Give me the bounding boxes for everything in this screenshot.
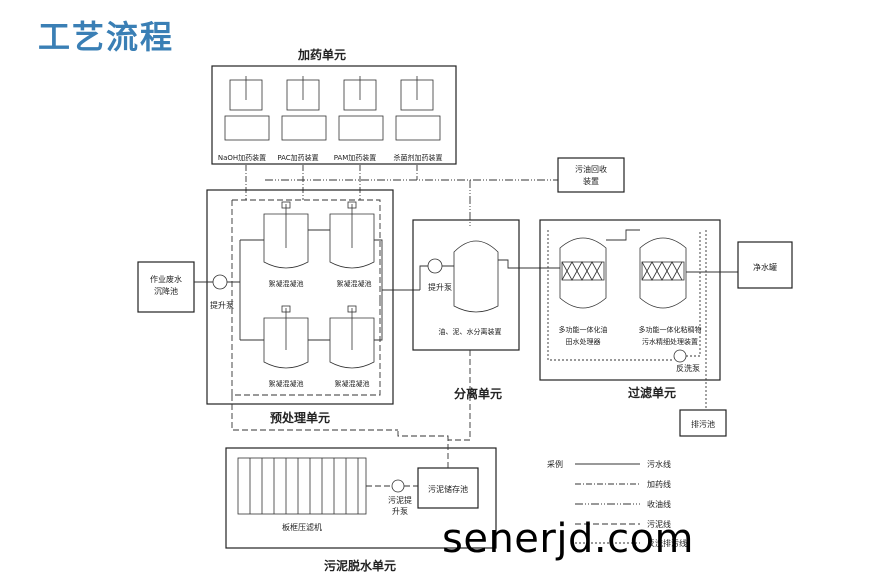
dosing-device-3: PAM加药装置 <box>334 76 384 162</box>
dosing-device-label: NaOH加药装置 <box>218 153 266 162</box>
oil-recovery-label: 装置 <box>583 176 599 186</box>
wastewater-line <box>240 229 420 341</box>
oil-recovery-label: 污油回收 <box>575 164 607 174</box>
legend-item: 污泥线 <box>647 519 671 529</box>
filter-1: 多功能一体化油 田水处理器 <box>559 237 608 346</box>
dosing-device-label: PAC加药装置 <box>277 153 318 162</box>
watermark-text: senerjd.com <box>442 516 695 562</box>
filter-1-label: 田水处理器 <box>566 337 601 346</box>
filtration-unit-frame <box>539 219 721 381</box>
sludge-pump-label: 污泥提 <box>388 495 412 505</box>
sludge-pump-icon <box>391 479 405 493</box>
separator-vessel <box>453 240 499 313</box>
coag-tank-label: 絮凝混凝池 <box>337 279 372 288</box>
coag-tank-label: 絮凝混凝池 <box>335 379 370 388</box>
filter-press-label: 板框压滤机 <box>282 522 322 532</box>
coag-tank-4: 絮凝混凝池 <box>329 305 375 388</box>
legend-title: 采例 <box>547 459 563 469</box>
pretreat-unit-label: 预处理单元 <box>270 410 330 425</box>
pretreat-unit-frame <box>206 189 394 405</box>
coag-tank-1: 絮凝混凝池 <box>263 201 309 288</box>
wastewater-line <box>419 259 560 290</box>
wastewater-line <box>194 240 241 340</box>
sludge-pump-label: 升泵 <box>392 507 408 516</box>
oil-line <box>265 179 558 228</box>
coag-tank-2: 絮凝混凝池 <box>329 201 375 288</box>
source-tank-box <box>137 261 195 313</box>
dosing-device-label: PAM加药装置 <box>334 153 377 162</box>
source-tank-label: 沉降池 <box>154 286 178 296</box>
backwash-pump-label: 反洗泵 <box>676 363 700 373</box>
legend: 采例 污水线 加药线 收油线 污泥线 反洗排污线 <box>547 459 687 548</box>
lift-pump-label: 提升泵 <box>210 300 234 310</box>
sludge-tank-label: 污泥储存池 <box>428 484 468 494</box>
separation-unit-frame <box>412 219 520 351</box>
coag-tank-3: 絮凝混凝池 <box>263 305 309 388</box>
filter-1-label: 多功能一体化油 <box>559 325 608 334</box>
legend-item: 反洗排污线 <box>647 538 687 548</box>
separation-unit-label: 分离单元 <box>454 386 502 401</box>
coag-tank-label: 絮凝混凝池 <box>269 379 304 388</box>
filter-2: 多功能一体化粘稠物 污水精细处理装置 <box>639 237 702 346</box>
clean-tank-label: 净水罐 <box>753 262 777 272</box>
page-title: 工艺流程 <box>38 18 175 56</box>
dosing-device-4: 杀菌剂加药装置 <box>394 76 443 162</box>
filter-2-label: 污水精细处理装置 <box>642 337 698 346</box>
backwash-pump-icon <box>673 349 687 363</box>
separation-lift-pump-label: 提升泵 <box>428 282 452 292</box>
sludge-unit-label: 污泥脱水单元 <box>324 558 396 573</box>
dosing-device-label: 杀菌剂加药装置 <box>394 153 443 162</box>
legend-item: 收油线 <box>647 499 671 509</box>
dosing-device-1: NaOH加药装置 <box>218 76 270 162</box>
oil-recovery-box <box>557 157 625 193</box>
drain-tank-label: 排污池 <box>691 419 715 429</box>
sludge-line <box>231 199 398 431</box>
clean-tank-box <box>737 241 793 289</box>
sludge-line <box>366 350 471 487</box>
drain-tank-box <box>679 409 727 437</box>
backwash-line <box>547 230 707 410</box>
coag-tank-label: 絮凝混凝池 <box>269 279 304 288</box>
dosing-unit-label: 加药单元 <box>297 47 346 62</box>
dosing-line <box>245 165 418 200</box>
lift-pump-icon <box>212 274 228 290</box>
filtration-unit-label: 过滤单元 <box>628 385 676 400</box>
dosing-unit-frame <box>211 65 457 165</box>
legend-item: 加药线 <box>647 479 671 489</box>
separator-label: 油、泥、水分离装置 <box>439 327 502 336</box>
legend-item: 污水线 <box>647 459 671 469</box>
filter-press: 板框压滤机 <box>237 457 367 532</box>
filter-2-label: 多功能一体化粘稠物 <box>639 325 702 334</box>
separation-lift-pump-icon <box>427 258 443 274</box>
wastewater-line <box>606 229 738 273</box>
source-tank-label: 作业废水 <box>150 274 182 284</box>
dosing-device-2: PAC加药装置 <box>277 76 327 162</box>
sludge-unit-frame <box>225 447 497 549</box>
